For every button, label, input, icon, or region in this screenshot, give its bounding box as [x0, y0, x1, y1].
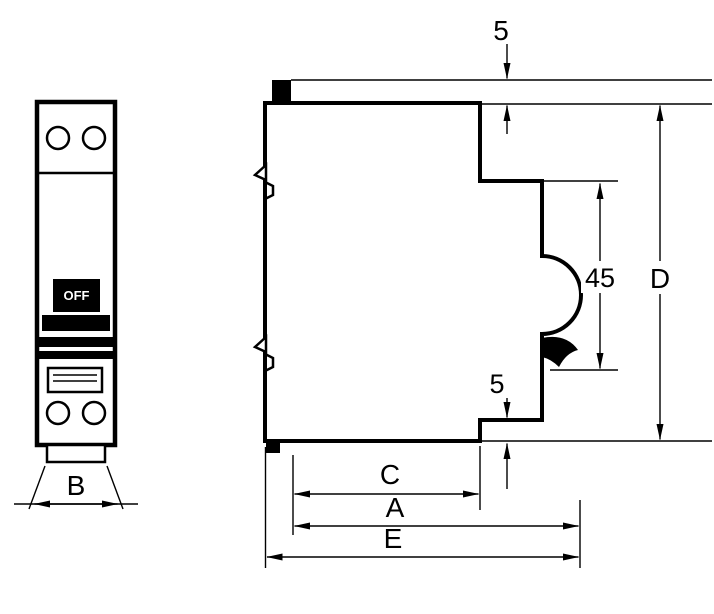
din-notch-lower: [264, 352, 275, 373]
dim-label-top5: 5: [493, 15, 509, 46]
dim-label-e: E: [384, 523, 403, 554]
release-lever: [542, 336, 578, 367]
dim-label-d: D: [650, 263, 670, 294]
dim-label-45: 45: [585, 263, 615, 293]
side-view: 5 5 45 D C A E: [252, 15, 712, 568]
toggle-slot: [42, 315, 110, 331]
front-stripe-1: [39, 337, 113, 347]
dim-label-d-bg: [645, 261, 675, 294]
toggle-label: OFF: [64, 288, 90, 303]
terminal-screw-top-right: [81, 125, 107, 151]
dim-label-bot5: 5: [489, 369, 504, 399]
ext-line-b-left: [28, 465, 46, 510]
dim-label-a: A: [386, 492, 405, 523]
top-clamp-block: [272, 80, 291, 104]
din-claw-upper: [252, 162, 268, 182]
breaker-body-front: [34, 99, 118, 448]
ext-line-b-right: [106, 465, 124, 510]
toggle-switch: [53, 279, 100, 312]
front-view: OFF B: [14, 99, 138, 510]
terminal-screw-bottom-left: [45, 400, 71, 426]
din-claw-lower: [252, 334, 268, 354]
dim-label-c: C: [380, 459, 400, 490]
breaker-body-side: [263, 101, 583, 443]
terminal-screw-top-left: [45, 125, 71, 151]
terminal-screw-bottom-right: [81, 400, 107, 426]
front-stripe-2: [39, 351, 113, 359]
bottom-clip-block: [266, 441, 280, 453]
din-notch-upper: [264, 180, 275, 201]
dim-label-b: B: [67, 470, 86, 501]
label-window: [46, 366, 104, 394]
dim-label-45-bg: [581, 261, 619, 293]
bottom-tab: [45, 443, 107, 464]
